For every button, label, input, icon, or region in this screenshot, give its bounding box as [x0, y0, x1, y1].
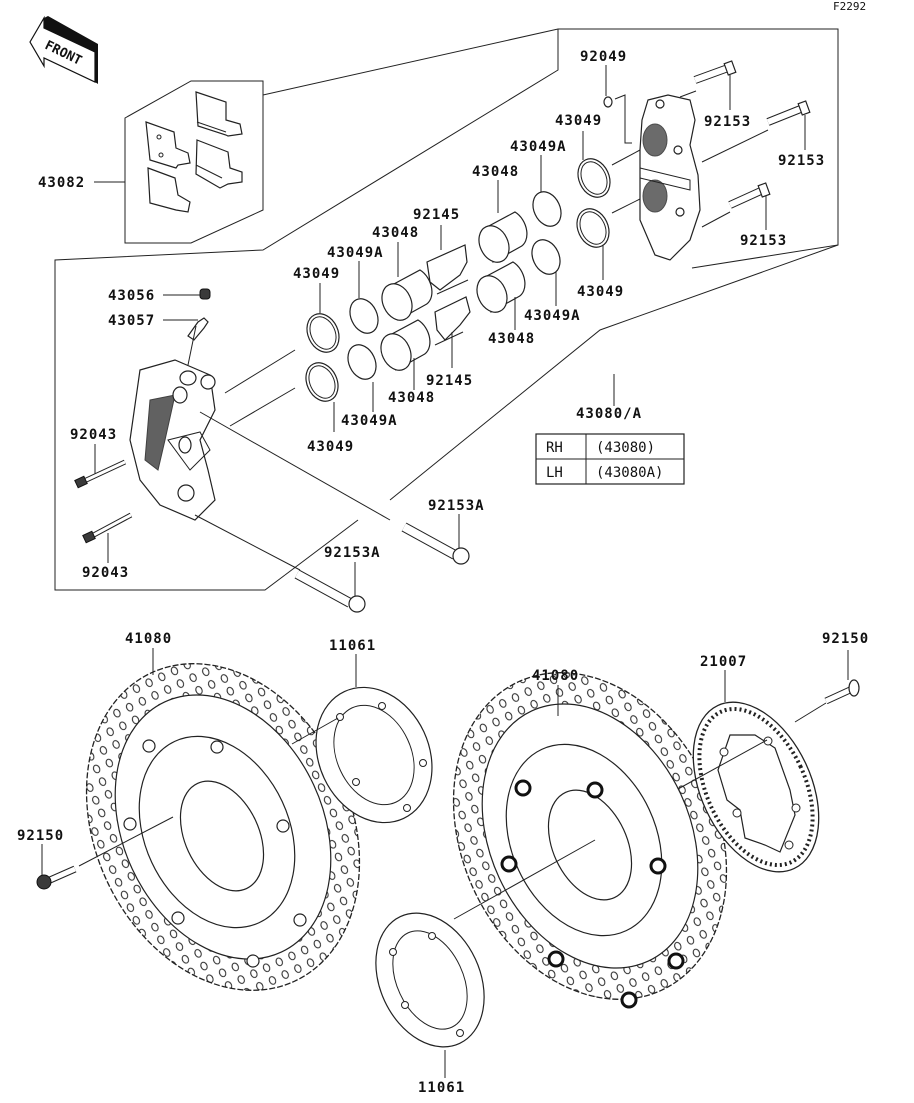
label-left-seal-upper: 43049: [293, 266, 340, 282]
brake-pad-icon: [145, 91, 243, 213]
label-left-seal-lower: 43049: [307, 439, 354, 455]
pin-upper-icon: [74, 459, 127, 489]
label-left-piston-lower: 43048: [388, 390, 435, 406]
front-arrow-icon: FRONT: [29, 15, 98, 84]
label-right-seal-lower: 43049: [577, 284, 624, 300]
left-caliper: [129, 359, 216, 521]
label-bolt-1: 92153: [704, 114, 751, 130]
label-bolt-2: 92153: [778, 153, 825, 169]
label-left-dust-lower: 43049A: [341, 413, 398, 429]
bleeder-plate-icon: [187, 317, 209, 341]
label-bolt-3: 92153: [740, 233, 787, 249]
label-pads: 43082: [38, 175, 85, 191]
label-sensor-rotor: 21007: [700, 654, 747, 670]
shim-lower: [375, 912, 485, 1048]
piston-icon: [380, 269, 433, 371]
label-right-seal-upper: 43049: [555, 113, 602, 129]
seal-ring-icon: [576, 158, 611, 248]
seal-ring-icon: [305, 298, 379, 402]
pad-spring-icon: [426, 244, 471, 346]
side-table: RH (43080) LH (43080A): [535, 433, 685, 485]
label-bleeder-plate: 43057: [108, 313, 155, 329]
label-right-piston-lower: 43048: [488, 331, 535, 347]
table-side-lh: LH: [546, 465, 563, 481]
brake-disc-right: [452, 672, 728, 1009]
dust-seal-icon: [531, 191, 562, 275]
assembly-outline: [262, 28, 839, 269]
label-left-spring-upper: 92145: [413, 207, 460, 223]
brake-disc-left: [85, 663, 361, 991]
sensor-rotor: [692, 701, 820, 873]
label-pin-upper: 92043: [70, 427, 117, 443]
disc-bolt-icon: [824, 679, 860, 705]
label-bleeder-cap: 43056: [108, 288, 155, 304]
washer-icon: [603, 96, 613, 108]
label-disc-left: 41080: [125, 631, 172, 647]
table-side-rh: RH: [546, 440, 563, 456]
label-disc-right: 41080: [532, 668, 579, 684]
mount-bolt-icon: [294, 522, 470, 613]
label-right-piston-upper: 43048: [472, 164, 519, 180]
disc-bolt-icon: [36, 865, 77, 890]
label-right-dust-lower: 43049A: [524, 308, 581, 324]
pin-lower-icon: [82, 512, 133, 544]
label-shim-upper: 11061: [329, 638, 376, 654]
brake-pads-group: 43082: [38, 80, 264, 244]
label-washer: 92049: [580, 49, 627, 65]
label-right-dust-upper: 43049A: [510, 139, 567, 155]
label-disc-bolt-right: 92150: [822, 631, 869, 647]
label-disc-bolt-left: 92150: [17, 828, 64, 844]
label-left-piston-upper: 43048: [372, 225, 419, 241]
label-left-dust-upper: 43049A: [327, 245, 384, 261]
table-part-lh: (43080A): [596, 465, 663, 481]
label-mount-bolt-2: 92153A: [324, 545, 381, 561]
bolt-icon: [693, 60, 811, 209]
bleeder-cap-icon: [199, 288, 211, 300]
shim-upper: [315, 686, 433, 824]
label-shim-lower: 11061: [418, 1080, 465, 1096]
label-assembly: 43080/A: [576, 406, 642, 422]
table-part-rh: (43080): [596, 440, 655, 456]
figure-code: F2292: [833, 0, 866, 13]
label-mount-bolt-1: 92153A: [428, 498, 485, 514]
label-pin-lower: 92043: [82, 565, 129, 581]
right-caliper: [639, 94, 701, 261]
piston-icon: [476, 211, 528, 313]
label-left-spring-lower: 92145: [426, 373, 473, 389]
